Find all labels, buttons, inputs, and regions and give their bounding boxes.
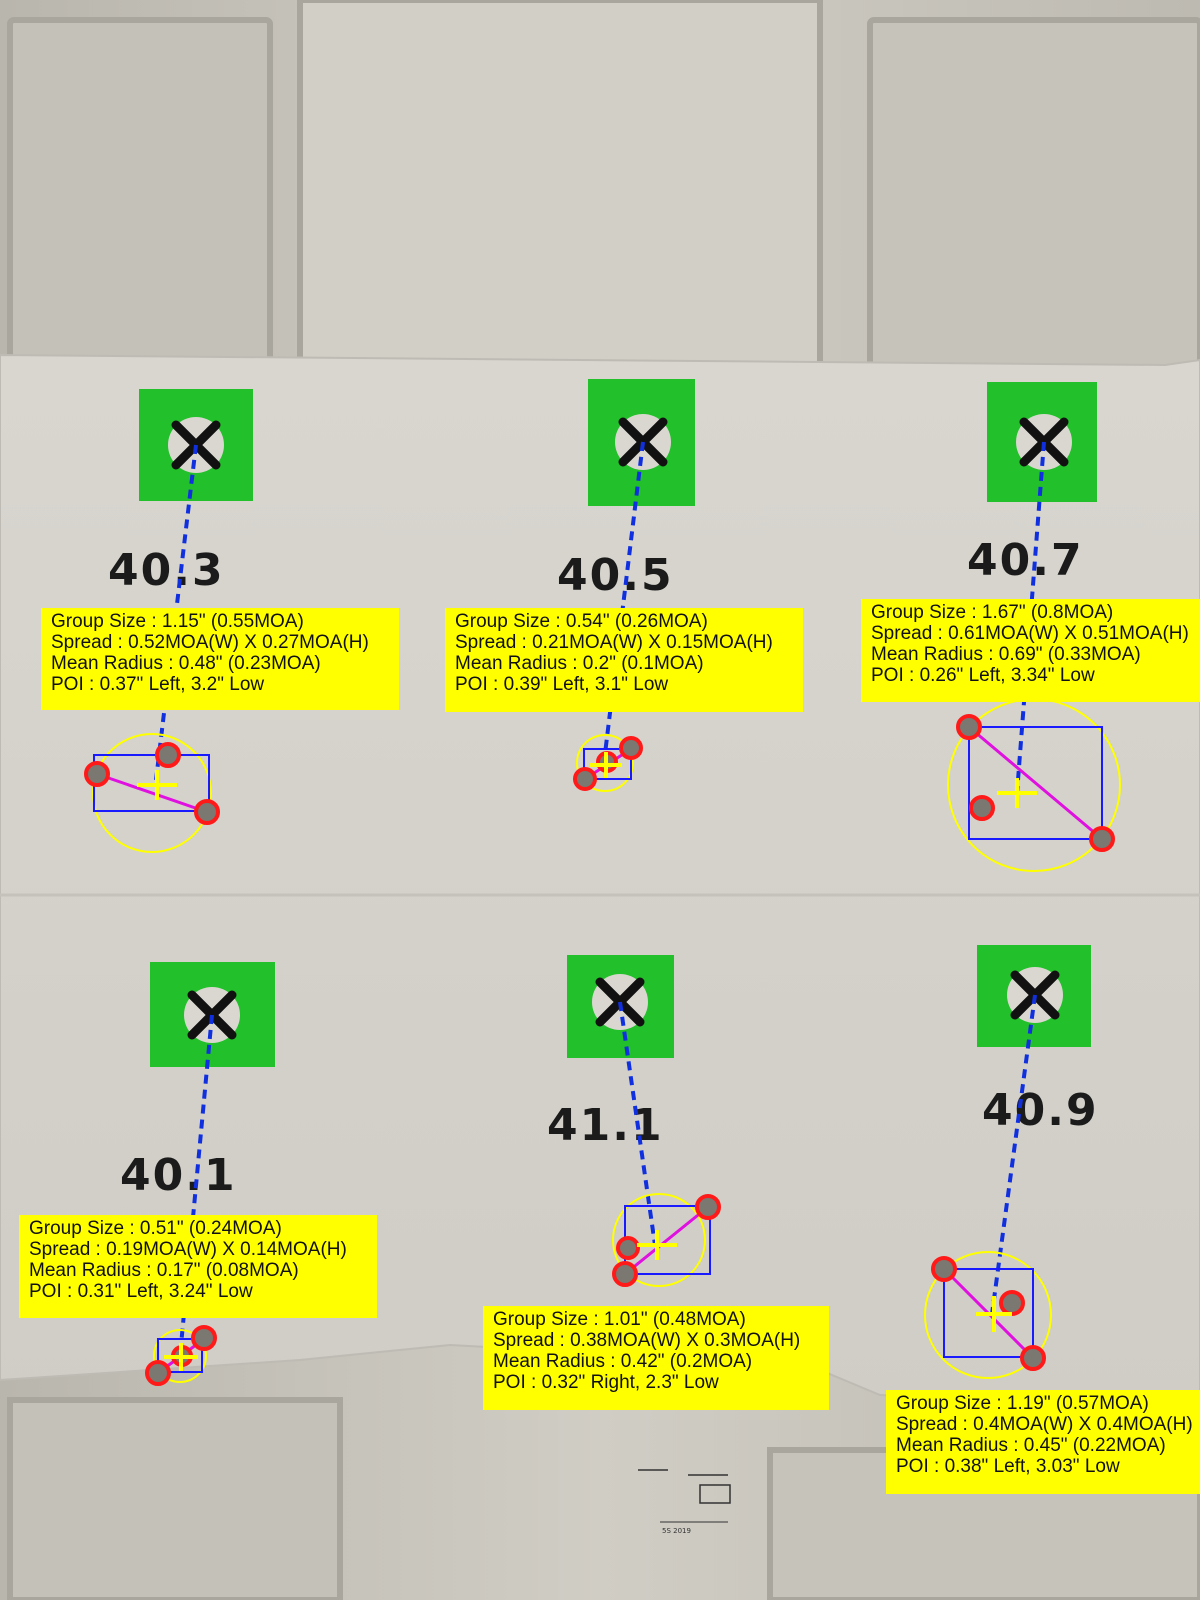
- charge-labels: 40.3 40.5 40.7 40.1 41.1 40.9: [108, 535, 1099, 1201]
- spread-text: Spread : 0.61MOA(W) X 0.51MOA(H): [871, 623, 1189, 644]
- poi-text: POI : 0.38" Left, 3.03" Low: [896, 1456, 1120, 1477]
- mean-radius-text: Mean Radius : 0.2" (0.1MOA): [455, 653, 704, 674]
- paper-stamp-text: 5S 2019: [662, 1527, 691, 1535]
- spread-text: Spread : 0.21MOA(W) X 0.15MOA(H): [455, 632, 773, 653]
- paper-stamp: 5S 2019: [638, 1469, 731, 1535]
- group-size-text: Group Size : 1.19" (0.57MOA): [896, 1393, 1149, 1414]
- group-size-text: Group Size : 1.01" (0.48MOA): [493, 1309, 746, 1330]
- group-overlay-1: [84, 733, 220, 853]
- mean-radius-text: Mean Radius : 0.69" (0.33MOA): [871, 644, 1141, 665]
- stats-box-3: Group Size : 1.67" (0.8MOA) Spread : 0.6…: [861, 599, 1200, 702]
- group-size-text: Group Size : 1.15" (0.55MOA): [51, 611, 304, 632]
- poi-text: POI : 0.31" Left, 3.24" Low: [29, 1281, 253, 1302]
- charge-label-5: 41.1: [547, 1100, 664, 1151]
- poi-text: POI : 0.26" Left, 3.34" Low: [871, 665, 1095, 686]
- mean-radius-text: Mean Radius : 0.45" (0.22MOA): [896, 1435, 1166, 1456]
- charge-label-1: 40.3: [108, 545, 225, 596]
- mean-radius-text: Mean Radius : 0.42" (0.2MOA): [493, 1351, 753, 1372]
- mean-radius-text: Mean Radius : 0.48" (0.23MOA): [51, 653, 321, 674]
- spread-text: Spread : 0.38MOA(W) X 0.3MOA(H): [493, 1330, 801, 1351]
- stats-box-1: Group Size : 1.15" (0.55MOA) Spread : 0.…: [41, 608, 399, 710]
- charge-label-4: 40.1: [120, 1150, 237, 1201]
- poi-text: POI : 0.39" Left, 3.1" Low: [455, 674, 669, 695]
- target-4: [150, 962, 275, 1067]
- spread-text: Spread : 0.4MOA(W) X 0.4MOA(H): [896, 1414, 1193, 1435]
- group-overlay-2: [573, 734, 643, 792]
- stats-box-4: Group Size : 0.51" (0.24MOA) Spread : 0.…: [19, 1215, 377, 1318]
- target-1: [139, 389, 253, 501]
- charge-label-2: 40.5: [557, 550, 674, 601]
- charge-label-6: 40.9: [982, 1085, 1099, 1136]
- group-overlay-5: [612, 1193, 721, 1287]
- poi-text: POI : 0.37" Left, 3.2" Low: [51, 674, 265, 695]
- stats-box-5: Group Size : 1.01" (0.48MOA) Spread : 0.…: [483, 1306, 829, 1410]
- group-overlay-4: [145, 1325, 217, 1386]
- spread-text: Spread : 0.19MOA(W) X 0.14MOA(H): [29, 1239, 347, 1260]
- poi-text: POI : 0.32" Right, 2.3" Low: [493, 1372, 719, 1393]
- mean-radius-text: Mean Radius : 0.17" (0.08MOA): [29, 1260, 299, 1281]
- group-size-text: Group Size : 0.51" (0.24MOA): [29, 1218, 282, 1239]
- group-size-text: Group Size : 1.67" (0.8MOA): [871, 602, 1114, 623]
- stats-box-2: Group Size : 0.54" (0.26MOA) Spread : 0.…: [445, 608, 803, 712]
- stats-box-6: Group Size : 1.19" (0.57MOA) Spread : 0.…: [886, 1390, 1200, 1494]
- spread-text: Spread : 0.52MOA(W) X 0.27MOA(H): [51, 632, 369, 653]
- charge-label-3: 40.7: [967, 535, 1084, 586]
- group-overlay-3: [947, 698, 1121, 872]
- group-size-text: Group Size : 0.54" (0.26MOA): [455, 611, 708, 632]
- group-overlay-6: [924, 1251, 1052, 1379]
